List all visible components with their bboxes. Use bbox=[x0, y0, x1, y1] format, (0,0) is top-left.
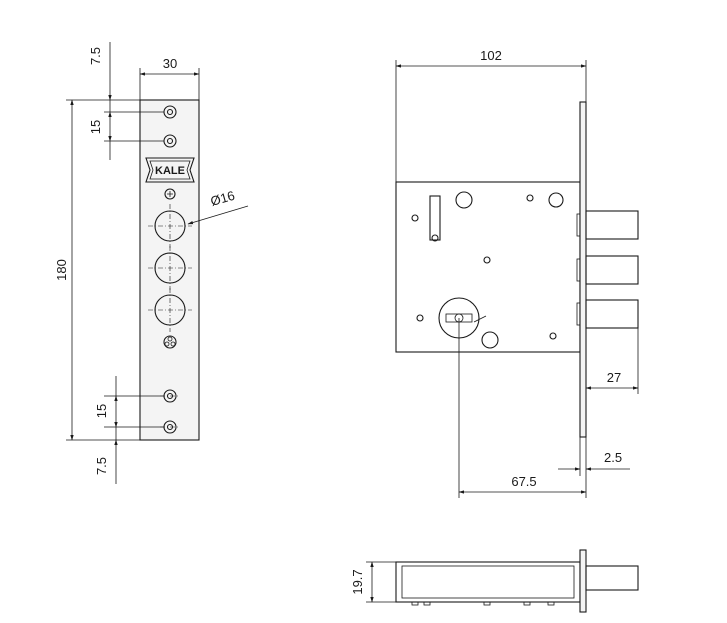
case-holes bbox=[411, 191, 564, 349]
cylinder-holes bbox=[148, 204, 192, 332]
dim-faceplate-height: 180 bbox=[54, 99, 140, 441]
top-bolt bbox=[585, 565, 639, 591]
dim-top-margin: 7.5 bbox=[88, 42, 164, 113]
top-screw-holes bbox=[163, 105, 177, 148]
case-faceplate bbox=[579, 101, 587, 438]
dim-cylinder-diameter: Ø16 bbox=[187, 188, 249, 225]
dead-bolts bbox=[576, 210, 639, 329]
bolt-slot bbox=[429, 195, 441, 242]
dim-bottom-hole-spacing: 15 bbox=[94, 376, 164, 428]
dim-backset: 67.5 bbox=[458, 318, 587, 498]
lock-case-view: 102 27 2.5 67.5 bbox=[395, 48, 639, 498]
dim-case-width: 102 bbox=[395, 48, 587, 182]
lock-top-view: 19.7 bbox=[350, 549, 639, 613]
svg-text:2.5: 2.5 bbox=[604, 450, 622, 465]
svg-text:30: 30 bbox=[163, 56, 177, 71]
dim-faceplate-thickness: 2.5 bbox=[558, 437, 630, 476]
svg-text:67.5: 67.5 bbox=[511, 474, 536, 489]
dim-case-thickness: 19.7 bbox=[350, 561, 396, 603]
svg-text:7.5: 7.5 bbox=[94, 457, 109, 475]
kale-logo: KALE bbox=[145, 157, 195, 183]
svg-text:27: 27 bbox=[607, 370, 621, 385]
logo-text: KALE bbox=[155, 165, 185, 177]
svg-text:180: 180 bbox=[54, 259, 69, 281]
bottom-cross-screw bbox=[163, 335, 177, 349]
top-cross-screw bbox=[164, 188, 176, 200]
svg-text:15: 15 bbox=[94, 404, 109, 418]
svg-text:19.7: 19.7 bbox=[350, 569, 365, 594]
svg-text:7.5: 7.5 bbox=[88, 47, 103, 65]
dim-top-hole-spacing: 15 bbox=[88, 111, 164, 160]
case-top-outline bbox=[395, 561, 581, 603]
case-rivets bbox=[411, 601, 555, 606]
svg-text:102: 102 bbox=[480, 48, 502, 63]
top-faceplate bbox=[579, 549, 587, 613]
spindle bbox=[438, 297, 487, 339]
lock-case bbox=[395, 181, 581, 353]
svg-text:15: 15 bbox=[88, 120, 103, 134]
faceplate bbox=[139, 99, 200, 441]
dim-faceplate-width: 30 bbox=[139, 56, 200, 100]
faceplate-view: KALE bbox=[54, 42, 249, 484]
dim-bolt-throw: 27 bbox=[585, 328, 639, 394]
dim-bottom-margin: 7.5 bbox=[94, 427, 118, 484]
svg-text:Ø16: Ø16 bbox=[209, 188, 237, 209]
